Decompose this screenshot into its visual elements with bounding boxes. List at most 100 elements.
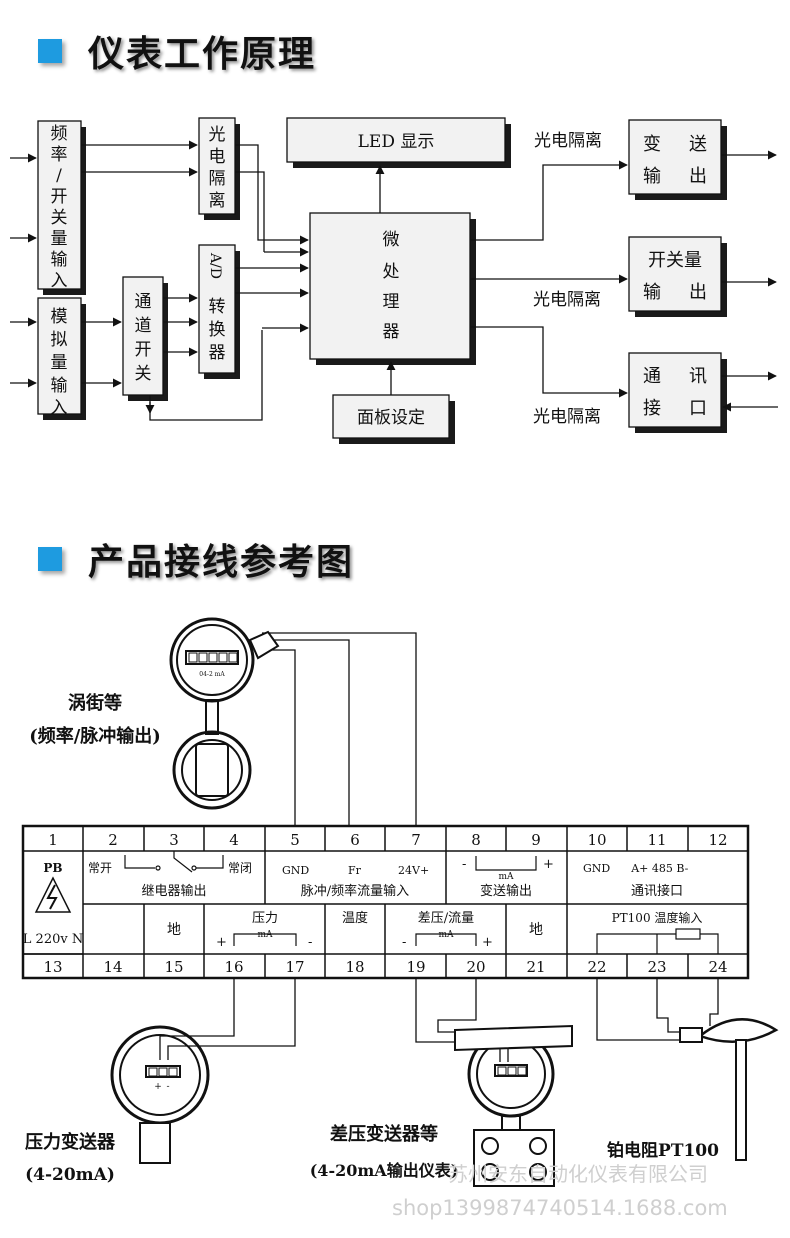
terminal-number: 7 (411, 831, 421, 849)
pressure-transmitter-icon (110, 1025, 210, 1164)
dp-tx-sub: (4-20mA输出仪表) (310, 1161, 459, 1180)
pressure-plus: + (216, 935, 227, 950)
led-display-label: LED 显示 (358, 132, 435, 152)
relay-output-label: 继电器输出 (141, 883, 206, 899)
analog-char: 输 (51, 376, 68, 396)
panel-setting-label: 面板设定 (357, 408, 425, 428)
pulse-fr: Fr (348, 864, 362, 877)
ground-label: 地 (167, 922, 181, 938)
tx-char: 变 (643, 134, 661, 155)
terminal-number: 23 (647, 958, 666, 976)
tx-plus: + (543, 857, 554, 872)
pressure-tx-label: 压力变送器 (25, 1131, 116, 1153)
dp-tx-label: 差压变送器等 (330, 1123, 438, 1145)
dp-plus: + (482, 935, 493, 950)
cpu-char: 理 (383, 292, 400, 312)
heading-square-icon (38, 39, 62, 63)
opto-left-block: 光 电 隔 离 (209, 125, 226, 211)
freq-input-block: 频 率 / 开 关 量 输 入 (51, 124, 68, 291)
pressure-minus: - (308, 935, 312, 950)
ground-label-2: 地 (529, 922, 543, 938)
pt100-resistor-symbol (596, 928, 719, 954)
freq-char: 量 (51, 229, 68, 249)
pressure-wires (159, 978, 296, 1060)
block-diagram (10, 117, 778, 444)
tx-minus: - (462, 857, 466, 872)
dp-transmitter-icon (454, 1024, 573, 1187)
freq-char: / (56, 166, 62, 186)
temperature-label: 温度 (342, 910, 368, 926)
terminal-number: 10 (587, 831, 606, 849)
terminal-number: 20 (466, 958, 485, 976)
watermark-company: 苏州安东自动化仪表有限公司 (448, 1162, 708, 1186)
pulse-24v: 24V+ (398, 864, 429, 877)
comm-terminals: GND A+ 485 B- (583, 862, 689, 875)
channel-char: 关 (135, 364, 152, 384)
terminal-number: 13 (43, 958, 62, 976)
analog-input-block: 模 拟 量 输 入 (51, 307, 68, 418)
pressure-tx-sub: (4-20mA) (25, 1165, 115, 1185)
relay-no-label: 常开 (88, 861, 112, 875)
opto-char: 隔 (209, 169, 226, 189)
opto-label-mid: 光电隔离 (533, 290, 601, 310)
ad-char: 器 (209, 343, 226, 363)
channel-char: 通 (135, 292, 152, 312)
terminal-number: 8 (471, 831, 481, 849)
channel-switch-block: 通 道 开 关 (135, 292, 152, 384)
switch-char: 出 (689, 282, 707, 303)
tx-char: 送 (689, 134, 707, 155)
opto-char: 离 (209, 191, 226, 211)
freq-char: 入 (51, 271, 68, 291)
terminal-number: 9 (531, 831, 541, 849)
terminal-number: 16 (224, 958, 243, 976)
terminal-number: 1 (48, 831, 58, 849)
terminal-number: 21 (526, 958, 545, 976)
cpu-block: 微 处 理 器 (383, 230, 400, 342)
terminal-number: 4 (229, 831, 239, 849)
freq-char: 开 (51, 187, 68, 207)
freq-char: 关 (51, 208, 68, 228)
terminal-number: 14 (103, 958, 122, 976)
terminal-number: 24 (708, 958, 727, 976)
pt-terminal-marks: + (154, 1082, 162, 1092)
terminal-number: 17 (285, 958, 304, 976)
channel-char: 开 (135, 340, 152, 360)
comm-label: 通讯接口 (631, 883, 683, 899)
freq-char: 率 (51, 145, 68, 165)
comm-char: 口 (689, 398, 707, 419)
analog-char: 入 (51, 398, 68, 418)
cpu-char: 器 (383, 322, 400, 342)
power-label: L 220v N (23, 932, 83, 947)
opto-char: 光 (209, 125, 226, 145)
pulse-gnd: GND (282, 864, 309, 877)
pt100-label: 铂电阻PT100 (607, 1140, 719, 1161)
relay-switch-symbol (124, 851, 224, 873)
section-title: 仪表工作原理 (88, 34, 317, 75)
terminal-number: 2 (108, 831, 118, 849)
pt100-sensor-icon (679, 1018, 779, 1161)
dp-minus: - (402, 935, 406, 950)
pulse-input-label: 脉冲/频率流量输入 (301, 883, 409, 899)
terminal-number: 19 (406, 958, 425, 976)
pt100-wires (596, 978, 719, 1041)
heading-square-icon (38, 547, 62, 571)
top-terminal-numbers: 1 2 3 4 5 6 7 8 9 10 11 12 (48, 831, 727, 849)
transmit-output-block: 变 送 输 出 (643, 134, 707, 187)
tx-char: 出 (689, 166, 707, 187)
comm-char: 讯 (689, 366, 707, 387)
section-heading-principle: 仪表工作原理 (38, 25, 316, 77)
channel-char: 道 (135, 316, 152, 336)
switch-char: 输 (643, 282, 661, 303)
cpu-char: 处 (383, 262, 400, 282)
freq-char: 频 (51, 124, 68, 144)
dp-ma: mA (438, 930, 454, 940)
terminal-number: 5 (290, 831, 300, 849)
dp-flow-label: 差压/流量 (418, 911, 474, 926)
terminal-strip (21, 824, 750, 980)
switch-text: 开关量 (648, 250, 702, 271)
pulse-wires (262, 632, 417, 826)
terminal-number: 18 (345, 958, 364, 976)
ad-text: A/D (207, 252, 223, 279)
comm-char: 接 (643, 398, 661, 419)
bottom-terminal-numbers: 13 14 15 16 17 18 19 20 21 22 23 24 (43, 958, 727, 976)
